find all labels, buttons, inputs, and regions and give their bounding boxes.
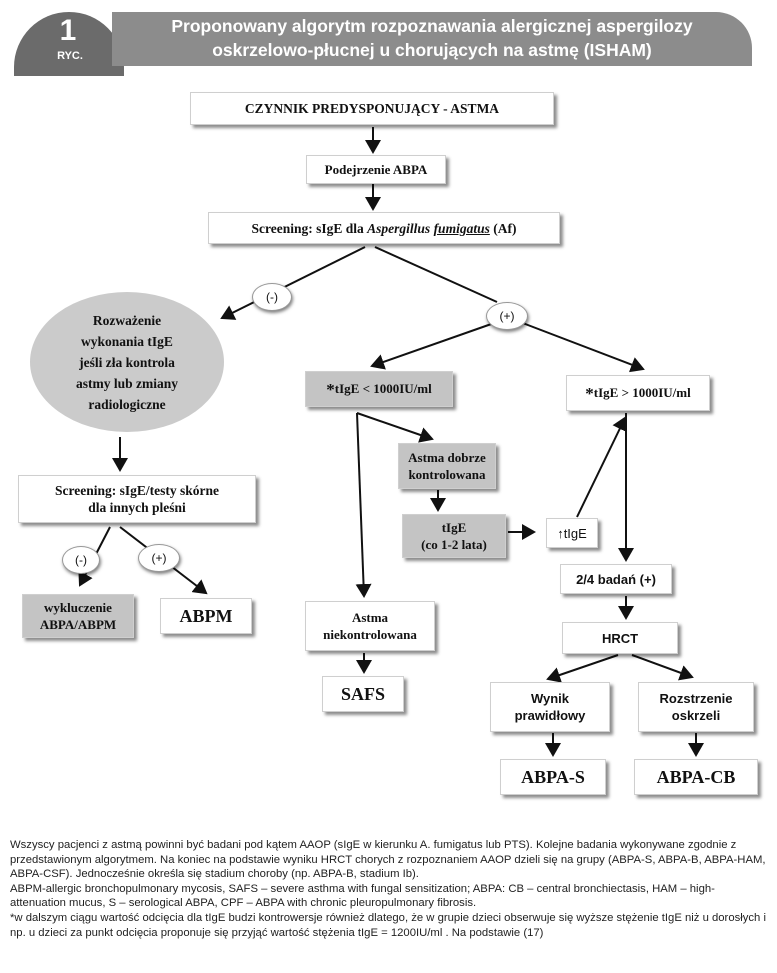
asthma-uncontrolled-line1: Astma	[351, 610, 389, 625]
node-tige-high: *tIgE > 1000IU/ml	[566, 375, 710, 411]
note-paragraph-3: *w dalszym ciągu wartość odcięcia dla tI…	[10, 911, 766, 939]
note-paragraph-1: Wszyscy pacjenci z astmą powinni być bad…	[10, 839, 766, 881]
node-tige-followup: tIgE (co 1-2 lata)	[402, 514, 506, 558]
arrow-screening-positive	[374, 246, 498, 303]
figure-notes: Wszyscy pacjenci z astmą powinni być bad…	[10, 838, 767, 940]
screening-af-italic-genus: Aspergillus	[367, 220, 431, 236]
arrow-hrct-normal	[546, 654, 619, 683]
arrow-positive-high	[519, 321, 645, 373]
arrow-low-controlled	[356, 412, 434, 443]
asthma-controlled-line2: kontrolowana	[408, 467, 486, 482]
node-asthma-controlled: Astma dobrze kontrolowana	[398, 443, 496, 489]
node-exclusion: wykluczenie ABPA/ABPM	[22, 594, 134, 638]
figure-label: RYC.	[57, 50, 83, 62]
consider-tige-line3: jeśli zła kontrola	[79, 354, 175, 370]
figure-number: 1	[59, 14, 77, 47]
node-abpa-suspicion: Podejrzenie ABPA	[306, 155, 446, 184]
figure-title-line2: oskrzelowo-płucnej u chorujących na astm…	[212, 40, 652, 60]
arrow-hrct-bronchiectasis	[631, 654, 694, 681]
node-safs: SAFS	[322, 676, 404, 712]
screening-other-line1: Screening: sIgE/testy skórne	[55, 483, 219, 498]
exclusion-line1: wykluczenie	[44, 600, 112, 615]
arrow-screening-negative	[220, 246, 366, 320]
bronchiectasis-line2: oskrzeli	[671, 708, 721, 723]
node-consider-tige: Rozważenie wykonania tIgE jeśli zła kont…	[30, 292, 224, 432]
bronchiectasis-line1: Rozstrzenie	[659, 691, 733, 706]
node-hrct: HRCT	[562, 622, 678, 654]
arrow-rising-high	[576, 416, 627, 518]
flow-connectors	[78, 127, 704, 757]
node-bronchiectasis: Rozstrzenie oskrzeli	[638, 682, 754, 732]
sign-negative-screening: (-)	[252, 283, 292, 311]
note-paragraph-2: ABPM-allergic bronchopulmonary mycosis, …	[10, 882, 715, 910]
normal-result-line1: Wynik	[530, 691, 570, 706]
consider-tige-line2: wykonania tIgE	[81, 333, 173, 349]
node-rising-tige: ↑tIgE	[546, 518, 598, 548]
tige-low-label: tIgE < 1000IU/ml	[334, 381, 432, 396]
figure-title: Proponowany algorytm rozpoznawania alerg…	[122, 14, 742, 62]
asthma-uncontrolled-line2: niekontrolowana	[323, 627, 417, 642]
tige-followup-line2: (co 1-2 lata)	[421, 537, 487, 552]
tige-followup-line1: tIgE	[441, 520, 467, 535]
figure-title-line1: Proponowany algorytm rozpoznawania alerg…	[171, 16, 693, 36]
screening-other-line2: dla innych pleśni	[88, 500, 186, 515]
tige-low-asterisk: *	[326, 380, 335, 399]
node-abpm: ABPM	[160, 598, 252, 634]
node-abpa-s: ABPA-S	[500, 759, 606, 795]
tige-high-asterisk: *	[585, 384, 594, 403]
screening-af-italic-species: fumigatus	[433, 220, 490, 236]
tige-high-label: tIgE > 1000IU/ml	[593, 385, 691, 400]
node-screening-other-molds: Screening: sIgE/testy skórne dla innych …	[18, 475, 256, 523]
node-tige-low: *tIgE < 1000IU/ml	[305, 371, 453, 407]
normal-result-line2: prawidłowy	[514, 708, 586, 723]
arrow-low-uncontrolled	[355, 412, 372, 598]
screening-af-suffix: (Af)	[489, 220, 517, 236]
node-tests-positive: 2/4 badań (+)	[560, 564, 672, 594]
consider-tige-line5: radiologiczne	[88, 396, 166, 412]
consider-tige-line1: Rozważenie	[92, 312, 162, 328]
screening-af-prefix: Screening: sIgE dla	[251, 220, 368, 236]
consider-tige-line4: astmy lub zmiany	[75, 375, 178, 391]
node-abpa-cb: ABPA-CB	[634, 759, 758, 795]
node-predisposing-asthma: CZYNNIK PREDYSPONUJĄCY - ASTMA	[190, 92, 554, 125]
sign-positive-screening: (+)	[486, 302, 528, 330]
arrow-positive-low	[370, 321, 498, 370]
title-bar	[112, 12, 752, 66]
asthma-controlled-line1: Astma dobrze	[408, 450, 486, 465]
node-screening-af: Screening: sIgE dla Aspergillus fumigatu…	[208, 212, 560, 244]
node-normal-result: Wynik prawidłowy	[490, 682, 610, 732]
exclusion-line2: ABPA/ABPM	[39, 617, 117, 632]
sign-negative-other: (-)	[62, 546, 100, 574]
node-asthma-uncontrolled: Astma niekontrolowana	[305, 601, 435, 651]
sign-positive-other: (+)	[138, 544, 180, 572]
